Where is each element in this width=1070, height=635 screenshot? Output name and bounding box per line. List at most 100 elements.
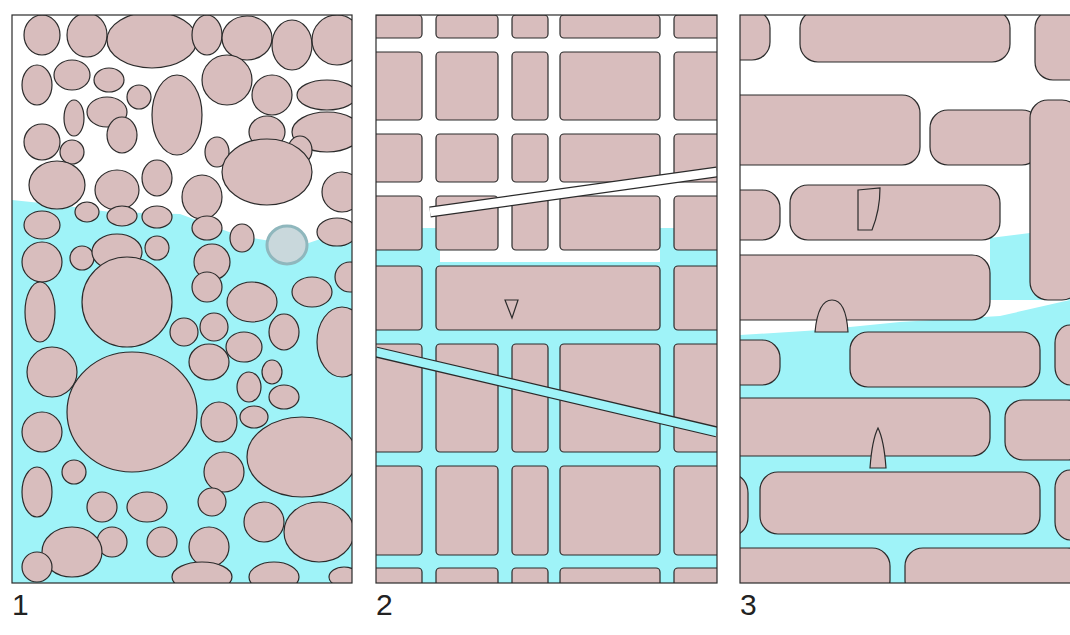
grain [930, 110, 1040, 165]
block [560, 568, 660, 583]
grain [237, 372, 261, 402]
grain [170, 318, 198, 346]
grain [740, 475, 748, 535]
grain [27, 347, 77, 397]
grain [24, 15, 60, 55]
block [436, 134, 498, 182]
grain [22, 412, 62, 452]
grain [740, 190, 780, 240]
grain [67, 352, 197, 472]
grain [75, 202, 99, 222]
grain [87, 492, 117, 522]
grain [790, 185, 1000, 240]
block [376, 266, 422, 330]
grain [145, 236, 169, 260]
block [376, 568, 422, 583]
grain [62, 460, 86, 484]
block [674, 196, 717, 250]
grain [22, 65, 52, 105]
panel-number: 2 [376, 590, 393, 620]
block [512, 52, 548, 120]
grain [202, 55, 252, 105]
grain [54, 60, 90, 90]
grain [317, 218, 352, 246]
block [436, 466, 498, 555]
panel-fractured-blocks [376, 15, 717, 583]
grain [222, 139, 312, 205]
grain [226, 332, 262, 362]
panel-elongated-grains [740, 15, 1070, 583]
grain [60, 140, 84, 164]
grain [227, 282, 277, 322]
grain [107, 15, 197, 68]
block [560, 15, 660, 38]
grain [200, 313, 228, 341]
block [512, 134, 548, 182]
grain [1055, 325, 1070, 385]
grain [107, 206, 137, 226]
grain [740, 340, 780, 385]
grain [25, 282, 55, 342]
block [512, 466, 548, 555]
block [674, 52, 717, 120]
grain [147, 527, 177, 557]
grain [249, 562, 299, 583]
grain [1030, 100, 1070, 300]
block [512, 568, 548, 583]
grain [189, 527, 229, 567]
block [560, 196, 660, 250]
grain [297, 80, 352, 110]
grain [312, 15, 352, 65]
grain [740, 548, 890, 583]
grain [64, 100, 84, 136]
grain [247, 417, 352, 497]
grain [192, 272, 222, 302]
grain [182, 175, 222, 219]
grain [800, 15, 1010, 62]
grain [192, 216, 222, 240]
block [376, 52, 422, 120]
grain [240, 406, 268, 428]
block [674, 568, 717, 583]
grain [24, 211, 60, 239]
grain [292, 277, 332, 307]
block [560, 134, 660, 182]
grain [760, 472, 1040, 534]
grain [335, 262, 352, 292]
block [376, 15, 422, 38]
block [674, 266, 717, 330]
grain [198, 488, 226, 516]
grain [82, 257, 172, 347]
grain [127, 492, 167, 522]
grain [22, 552, 52, 582]
block [436, 266, 660, 330]
grain [262, 360, 282, 384]
grain [29, 161, 85, 209]
panel-rounded-grains [12, 15, 352, 583]
grain [22, 467, 52, 517]
block [512, 344, 548, 452]
block [512, 15, 548, 38]
grain [1055, 470, 1070, 540]
block [560, 466, 660, 555]
grain [329, 567, 352, 583]
grain [1035, 15, 1070, 80]
grain [252, 75, 292, 115]
panel-number: 3 [740, 590, 757, 620]
block [436, 52, 498, 120]
block [436, 344, 498, 452]
grain [204, 452, 244, 492]
grain [244, 502, 284, 542]
grain [322, 172, 352, 212]
grain [95, 170, 139, 210]
grain [269, 314, 299, 350]
grain [740, 255, 990, 320]
grain [152, 75, 202, 155]
grain [107, 117, 137, 153]
grain [189, 344, 229, 380]
grain [24, 124, 60, 160]
grain [67, 15, 107, 57]
block [436, 568, 498, 583]
grain [740, 95, 920, 165]
